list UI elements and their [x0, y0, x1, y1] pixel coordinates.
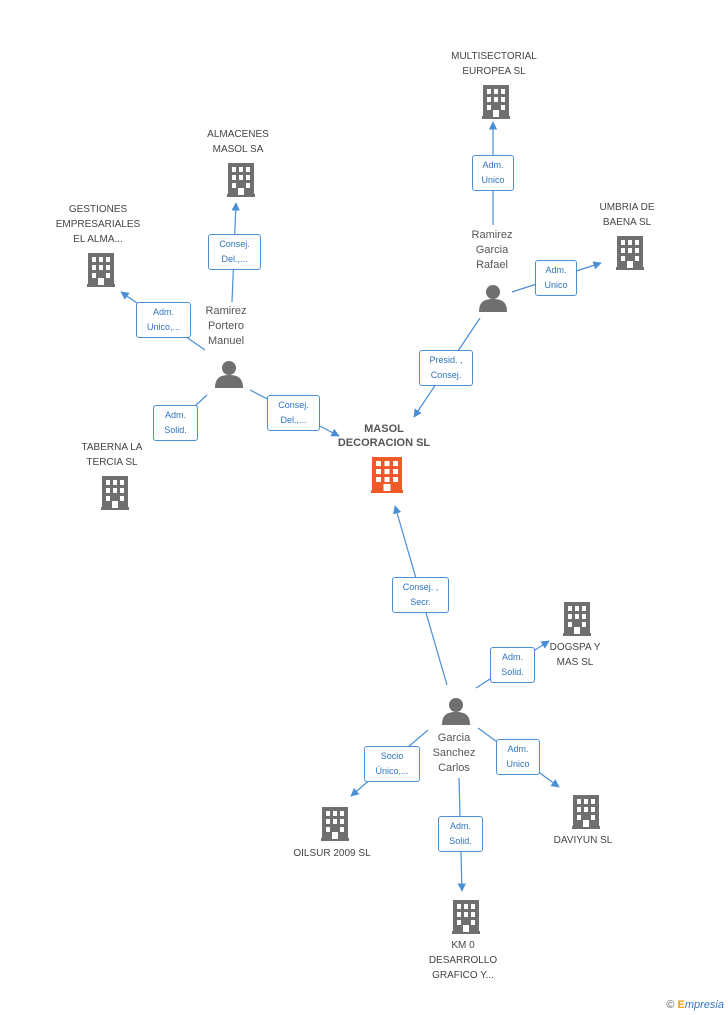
- badge-line: Consej.: [278, 400, 309, 410]
- label-line: Rafael: [476, 259, 508, 271]
- badge-line: Adm.: [152, 307, 174, 317]
- building-icon-umbria[interactable]: [616, 236, 644, 270]
- building-icon-multisectorial[interactable]: [482, 85, 510, 119]
- label-line: Garcia: [475, 244, 509, 256]
- badge-line: Del.,...: [280, 415, 307, 425]
- label-line: EL ALMA...: [73, 234, 123, 245]
- badge-line: Adm.: [501, 652, 523, 662]
- label-line: MAS SL: [556, 657, 594, 668]
- badge-line: Unico: [544, 280, 568, 290]
- badge-line: Adm.: [164, 410, 186, 420]
- copyright-icon: ©: [666, 999, 675, 1011]
- label-line: ALMACENES: [207, 129, 269, 140]
- company-label-km0: KM 0 DESARROLLO GRAFICO Y...: [403, 938, 523, 983]
- company-label-dogspa: DOGSPA Y MAS SL: [515, 640, 635, 670]
- badge-line: Presid. ,: [429, 355, 463, 365]
- company-label-daviyun: DAVIYUN SL: [523, 833, 643, 848]
- badge-line: Solid.: [449, 836, 472, 846]
- label-line: Manuel: [207, 335, 245, 347]
- label-line: Garcia: [437, 732, 471, 744]
- edge-label-carlos-center[interactable]: Consej. , Secr.: [392, 577, 449, 613]
- edge-label-manuel-gestiones[interactable]: Adm. Unico,...: [136, 302, 191, 338]
- badge-line: Único,...: [375, 766, 409, 776]
- company-label-center: MASOL DECORACION SL: [324, 422, 444, 450]
- building-icon-gestiones[interactable]: [87, 253, 115, 287]
- badge-line: Solid.: [164, 425, 187, 435]
- building-icon-taberna[interactable]: [101, 476, 129, 510]
- label-line: KM 0: [451, 940, 475, 951]
- label-line: Ramirez: [205, 305, 247, 317]
- label-line: GESTIONES: [68, 204, 128, 215]
- edge-label-rafael-multisectorial[interactable]: Adm. Unico: [472, 155, 514, 191]
- label-line: MASOL: [364, 423, 404, 435]
- company-label-taberna: TABERNA LA TERCIA SL: [52, 440, 172, 470]
- badge-line: Unico: [481, 175, 505, 185]
- edge-label-carlos-dogspa[interactable]: Adm. Solid.: [490, 647, 535, 683]
- label-line: GRAFICO Y...: [432, 970, 494, 981]
- badge-line: Adm.: [507, 744, 529, 754]
- edge-label-manuel-center[interactable]: Consej. Del.,...: [267, 395, 320, 431]
- badge-line: Adm.: [545, 265, 567, 275]
- company-label-umbria: UMBRIA DE BAENA SL: [567, 200, 687, 230]
- brand-logo-initial: E: [677, 999, 685, 1011]
- company-label-almacenes: ALMACENES MASOL SA: [178, 127, 298, 157]
- building-icon-daviyun[interactable]: [572, 795, 600, 829]
- label-line: MASOL SA: [212, 144, 264, 155]
- badge-line: Socio: [380, 751, 404, 761]
- building-icon-almacenes[interactable]: [227, 163, 255, 197]
- edge-label-rafael-umbria[interactable]: Adm. Unico: [535, 260, 577, 296]
- badge-line: Unico: [506, 759, 530, 769]
- badge-line: Solid.: [501, 667, 524, 677]
- label-line: MULTISECTORIAL: [451, 51, 537, 62]
- person-label-rafael: Ramirez Garcia Rafael: [452, 228, 532, 273]
- person-label-manuel: Ramirez Portero Manuel: [186, 304, 266, 349]
- building-icon-center[interactable]: [371, 457, 403, 493]
- edge-label-manuel-almacenes[interactable]: Consej. Del.,...: [208, 234, 261, 270]
- edge-label-manuel-taberna[interactable]: Adm. Solid.: [153, 405, 198, 441]
- brand-logo-text: mpresia: [684, 999, 724, 1011]
- badge-line: Secr.: [410, 597, 431, 607]
- person-icon-carlos[interactable]: [441, 697, 471, 725]
- badge-line: Consej.: [430, 370, 462, 380]
- label-line: OILSUR 2009 SL: [293, 848, 371, 859]
- label-line: EMPRESARIALES: [55, 219, 141, 230]
- brand-footer: ©Empresia: [666, 999, 724, 1011]
- label-line: DECORACION SL: [337, 437, 431, 449]
- company-label-gestiones: GESTIONES EMPRESARIALES EL ALMA...: [38, 202, 158, 247]
- company-label-multisectorial: MULTISECTORIAL EUROPEA SL: [434, 49, 554, 79]
- edge-label-carlos-km0[interactable]: Adm. Solid.: [438, 816, 483, 852]
- person-icon-manuel[interactable]: [214, 360, 244, 388]
- building-icon-dogspa[interactable]: [563, 602, 591, 636]
- label-line: Carlos: [438, 762, 470, 774]
- company-label-oilsur: OILSUR 2009 SL: [272, 846, 392, 861]
- label-line: EUROPEA SL: [462, 66, 526, 77]
- label-line: TERCIA SL: [86, 457, 138, 468]
- label-line: UMBRIA DE: [599, 202, 655, 213]
- label-line: Sanchez: [432, 747, 476, 759]
- label-line: TABERNA LA: [81, 442, 143, 453]
- label-line: Ramirez: [471, 229, 513, 241]
- label-line: DESARROLLO: [428, 955, 498, 966]
- label-line: DOGSPA Y: [549, 642, 601, 653]
- label-line: Portero: [207, 320, 245, 332]
- label-line: BAENA SL: [602, 217, 652, 228]
- edge-label-carlos-daviyun[interactable]: Adm. Unico: [496, 739, 540, 775]
- badge-line: Del.,...: [221, 254, 248, 264]
- building-icon-oilsur[interactable]: [321, 807, 349, 841]
- badge-line: Consej.: [219, 239, 250, 249]
- edge-label-rafael-center[interactable]: Presid. , Consej.: [419, 350, 473, 386]
- badge-line: Consej. ,: [402, 582, 439, 592]
- badge-line: Unico,...: [146, 322, 180, 332]
- building-icon-km0[interactable]: [452, 900, 480, 934]
- person-icon-rafael[interactable]: [478, 284, 508, 312]
- label-line: DAVIYUN SL: [553, 835, 613, 846]
- person-label-carlos: Garcia Sanchez Carlos: [414, 731, 494, 776]
- edge-label-carlos-oilsur[interactable]: Socio Único,...: [364, 746, 420, 782]
- badge-line: Adm.: [449, 821, 471, 831]
- badge-line: Adm.: [482, 160, 504, 170]
